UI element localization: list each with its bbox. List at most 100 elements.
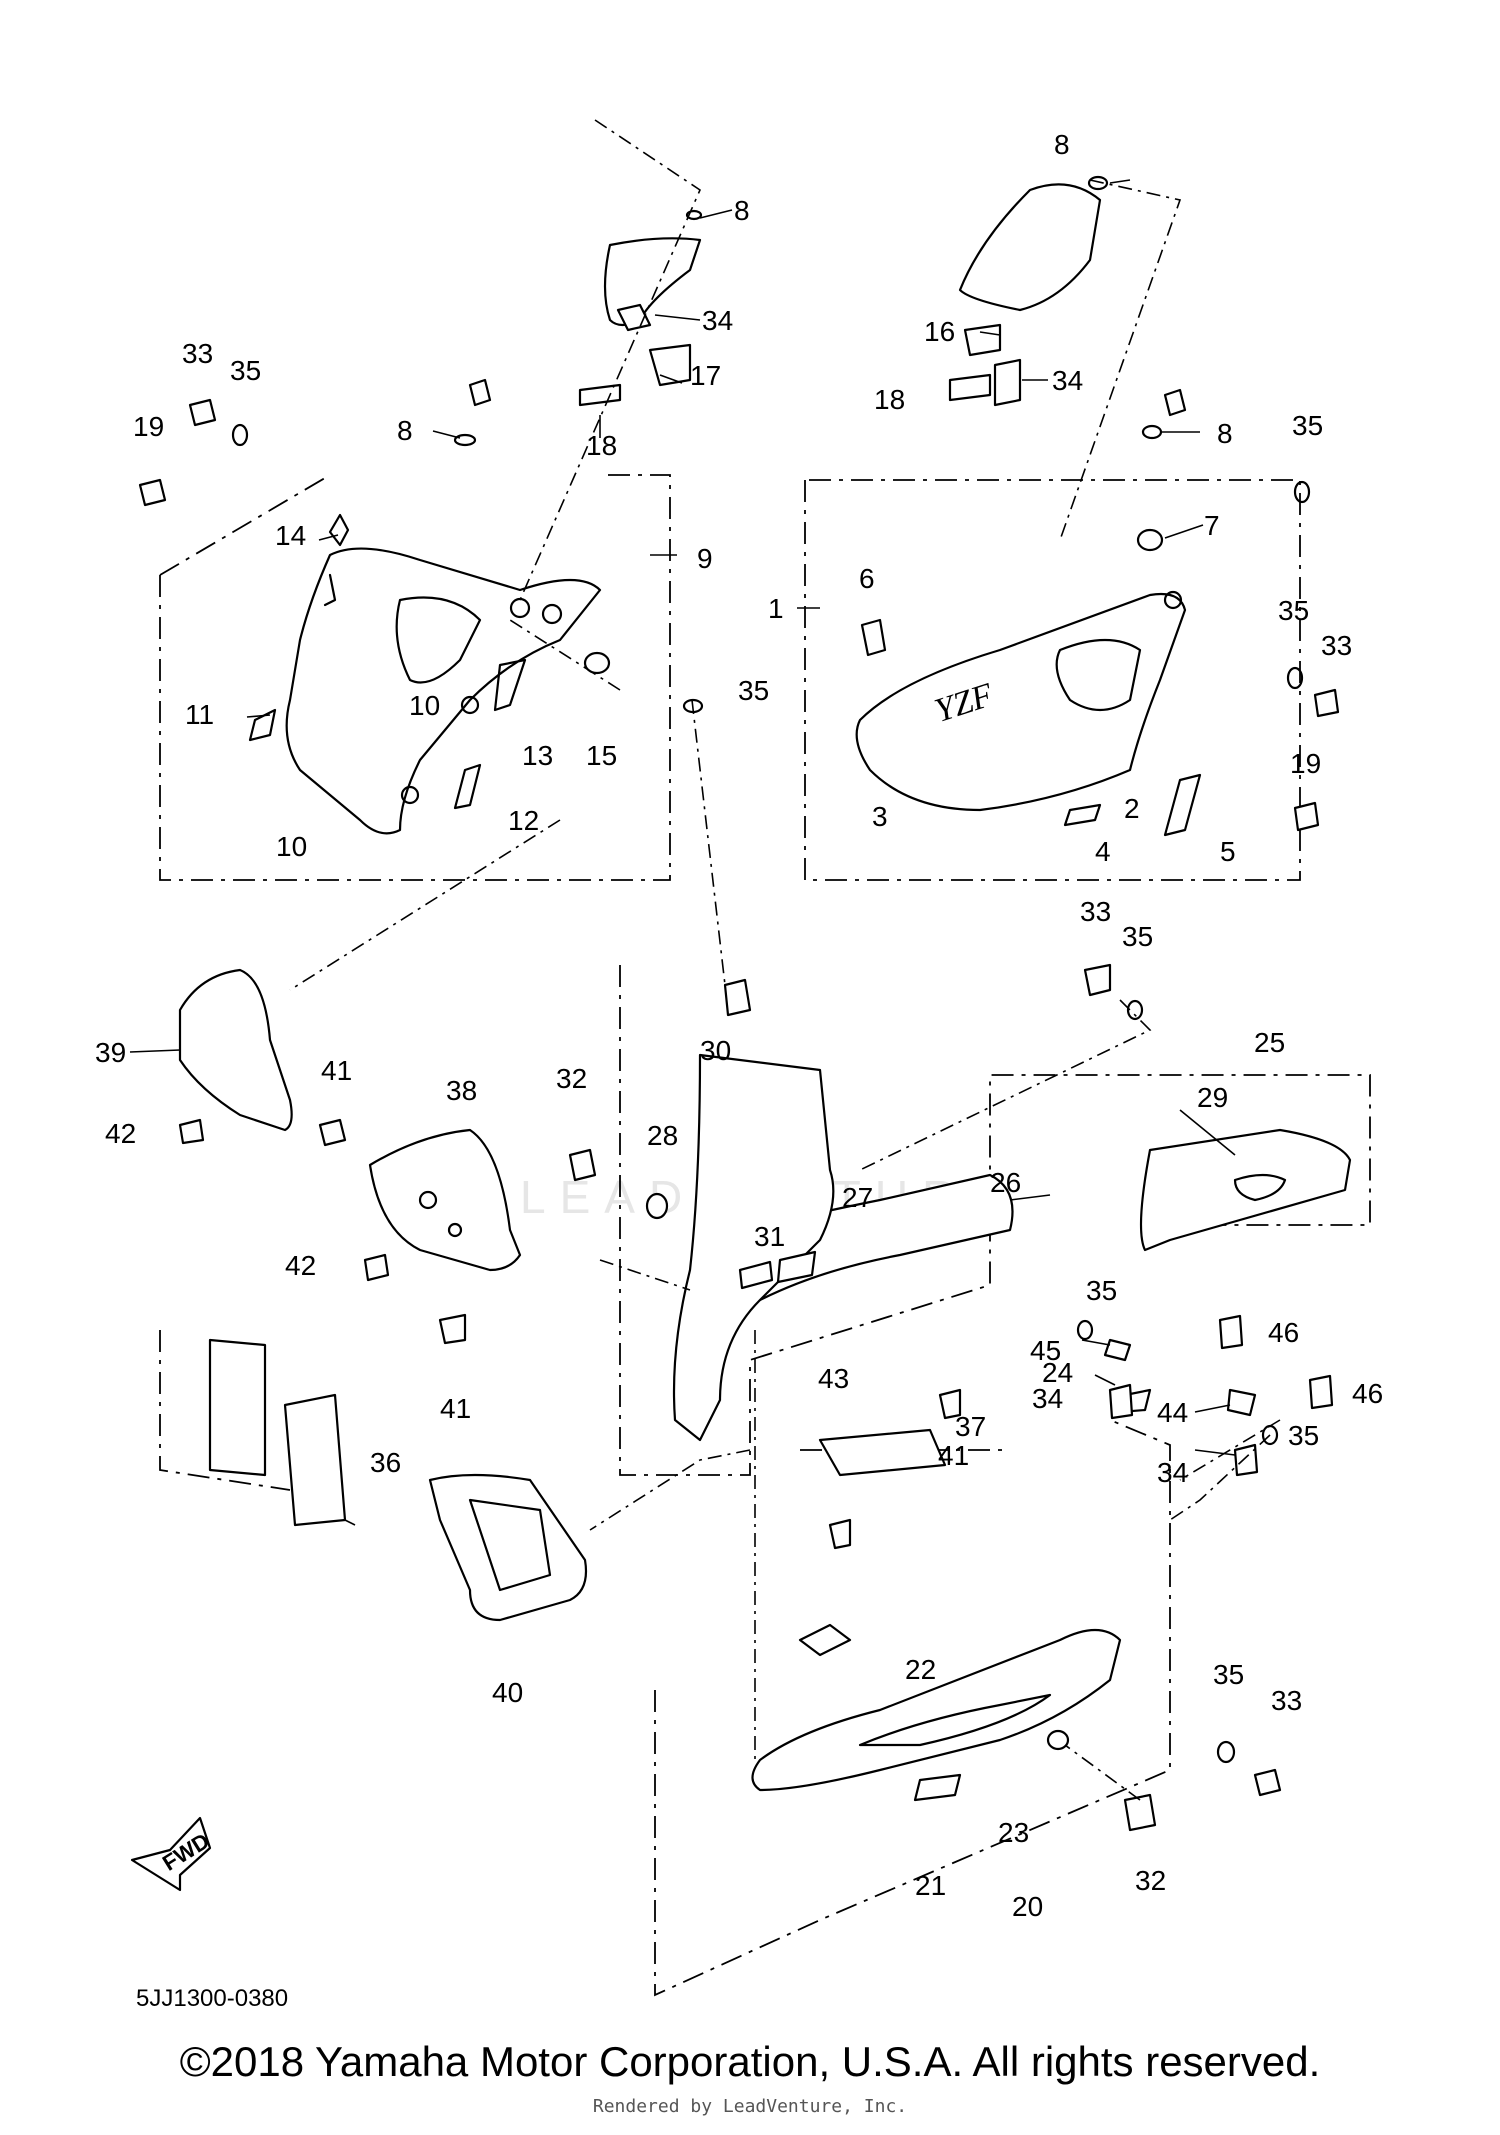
callout-35-d: 35: [1278, 595, 1309, 626]
callout-42-b: 42: [285, 1250, 316, 1281]
strip-12: [453, 763, 482, 810]
plate-37: [818, 1428, 947, 1477]
callout-46-b: 46: [1352, 1378, 1383, 1409]
damper-28: [645, 1192, 669, 1220]
grommet-right-a: [1163, 590, 1183, 610]
bolt-33-left: [188, 398, 217, 427]
callout-8-d: 8: [1217, 418, 1233, 449]
damper-7: [1136, 528, 1164, 552]
lower-cowl-20: [751, 1629, 1122, 1792]
callout-8-c: 8: [397, 415, 413, 446]
callout-35-g: 35: [1288, 1420, 1319, 1451]
side-panels: [178, 968, 522, 1272]
group-1-boundary: [804, 479, 1301, 881]
washer-8-left: [453, 433, 477, 447]
callout-34-d: 34: [1157, 1457, 1188, 1488]
callout-15: 15: [586, 740, 617, 771]
group-9-boundary: [159, 474, 671, 881]
callout-20: 20: [1012, 1891, 1043, 1922]
callout-40: 40: [492, 1677, 523, 1708]
callout-2: 2: [1124, 793, 1140, 824]
callout-14: 14: [275, 520, 306, 551]
bracket-34-right: [993, 358, 1022, 407]
callout-3: 3: [872, 801, 888, 832]
assembly-lines: [289, 119, 1281, 1801]
sticker-31: [738, 1260, 774, 1290]
fasteners: [138, 378, 1340, 1832]
callout-45: 45: [1030, 1335, 1061, 1366]
callout-10-b: 10: [276, 831, 307, 862]
inner-panel-40: [428, 1473, 588, 1622]
callout-33-b: 33: [1321, 630, 1352, 661]
group-20-boundary: [654, 1419, 1171, 1997]
damper-15: [583, 651, 611, 675]
callout-35-a: 35: [230, 355, 261, 386]
fwd-arrow: FWD: [130, 1816, 214, 1892]
cowling-left-window: [395, 596, 482, 684]
callout-21: 21: [915, 1870, 946, 1901]
collar-23: [1046, 1729, 1070, 1751]
callout-46-a: 46: [1268, 1317, 1299, 1348]
washer-8-right-a: [1087, 175, 1109, 191]
callout-41-c: 41: [938, 1440, 969, 1471]
callout-7: 7: [1204, 510, 1220, 541]
callout-18-a: 18: [586, 430, 617, 461]
callout-35-h: 35: [1213, 1659, 1244, 1690]
strip-5: [1163, 773, 1202, 837]
strip-11: [248, 708, 277, 742]
left-upper-stay: [578, 209, 703, 407]
washer-35-left: [231, 423, 249, 447]
callout-44: 44: [1157, 1397, 1188, 1428]
clip-34-c: [1108, 1383, 1134, 1420]
callout-26: 26: [990, 1167, 1021, 1198]
washer-35-right-a: [1293, 480, 1311, 504]
callout-34-c: 34: [1032, 1383, 1063, 1414]
callout-8-b: 8: [1054, 129, 1070, 160]
callout-5: 5: [1220, 836, 1236, 867]
bolt-33-bottom: [1253, 1768, 1282, 1797]
clip-6: [860, 618, 887, 657]
washer-8-right-b: [1141, 424, 1163, 440]
callout-37: 37: [955, 1411, 986, 1442]
upper-cowling-right: [855, 592, 1187, 812]
under-cowl-frame: [672, 1053, 835, 1442]
quick-fastener-14: [328, 513, 350, 547]
fastener-right-top: [1163, 388, 1187, 417]
callout-31: 31: [754, 1221, 785, 1252]
callout-34-b: 34: [1052, 365, 1083, 396]
panel-39: [178, 968, 293, 1132]
bracket-44: [1226, 1388, 1257, 1417]
callout-13: 13: [522, 740, 553, 771]
callout-19-a: 19: [133, 411, 164, 442]
screw-41-c: [938, 1388, 962, 1420]
callout-leaders: [129, 179, 1236, 1526]
clip-14: [323, 573, 337, 607]
panel-27: [776, 1250, 817, 1284]
callout-32-b: 32: [1135, 1865, 1166, 1896]
callout-11: 11: [185, 699, 214, 730]
bolt-33-right: [1313, 688, 1340, 718]
callout-33-d: 33: [1271, 1685, 1302, 1716]
group-25-boundary: [619, 965, 1371, 1476]
grommet-left-c: [460, 695, 480, 715]
bolt-18-right: [948, 373, 992, 402]
fastener-42-b: [363, 1253, 390, 1282]
screw-32-bottom: [1123, 1793, 1157, 1832]
diagram-code: 5JJ1300-0380: [136, 1985, 289, 2012]
washer-35-lower-mid: [1076, 1319, 1094, 1341]
bolt-46-b: [1308, 1374, 1334, 1410]
callout-10-a: 10: [409, 690, 440, 721]
callout-16: 16: [924, 316, 955, 347]
callout-34-a: 34: [702, 305, 733, 336]
callout-19-b: 19: [1290, 748, 1321, 779]
bracket-24-lower: [798, 1623, 852, 1657]
callout-9: 9: [697, 543, 713, 574]
bolt-46-a: [1218, 1314, 1244, 1350]
copyright-notice: ©2018 Yamaha Motor Corporation, U.S.A. A…: [179, 2038, 1321, 2085]
fastener-left-top: [468, 378, 492, 407]
strip-4: [1063, 803, 1102, 827]
callout-12: 12: [508, 805, 539, 836]
callout-29: 29: [1197, 1082, 1228, 1113]
callout-41-b: 41: [440, 1393, 471, 1424]
right-upper-cowling-group: [804, 388, 1301, 881]
